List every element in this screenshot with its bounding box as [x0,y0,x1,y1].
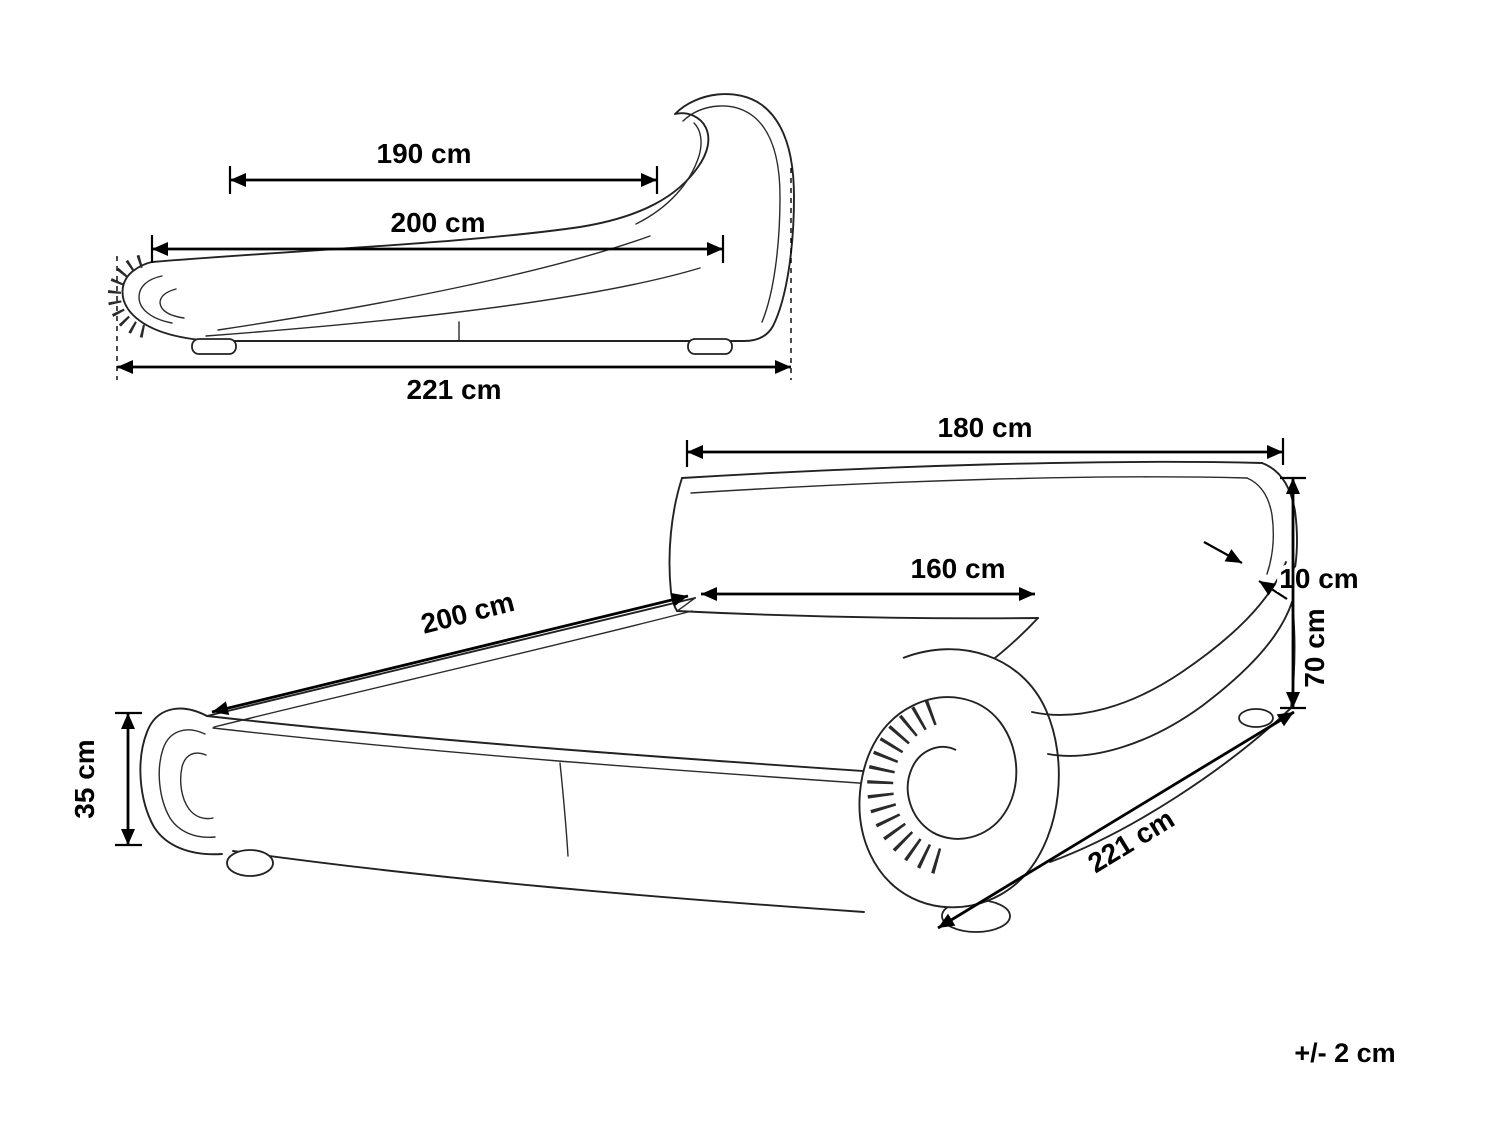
dim-persp-35-label: 35 cm [69,739,100,818]
dim-persp-10: 10 cm [1203,541,1363,600]
side-view-bed [107,93,795,355]
dim-persp-70: 70 cm [1280,476,1334,710]
dim-persp-35: 35 cm [69,711,142,847]
dim-side-200-label: 200 cm [391,207,486,238]
base-front-seam [559,762,569,857]
headboard-inner-band [635,122,702,225]
dim-persp-180: 180 cm [685,412,1285,467]
side-view: 190 cm 200 cm 221 cm [107,93,795,405]
dim-persp-221-line [937,710,1295,930]
dim-persp-160-label: 160 cm [911,553,1006,584]
headboard-left-edge [668,477,683,612]
right-scroll-spiral [858,648,1060,909]
dim-side-190: 190 cm [228,138,659,194]
bed-side-outline [121,93,795,342]
perspective-dimensions: 180 cm 160 cm 10 cm 70 cm 200 cm [69,412,1363,930]
dim-persp-10-label: 10 cm [1279,563,1358,594]
dim-persp-10-arrow-a [1203,541,1243,564]
perspective-view: 180 cm 160 cm 10 cm 70 cm 200 cm [69,412,1363,933]
dim-persp-200: 200 cm [211,586,689,716]
bed-foot-left-side [191,338,237,355]
scroll-inner-curl-1 [138,275,173,324]
scroll-hatching-side [107,254,146,338]
dim-persp-200-label: 200 cm [418,586,518,640]
mattress-back-edge [676,610,1039,620]
dim-persp-160: 160 cm [701,549,1035,601]
headboard-right-inner-edge [1246,477,1275,575]
base-bottom-front-edge [232,850,865,913]
headboard-top-edge [681,460,1263,479]
scroll-inner-curl-2 [159,288,185,319]
dim-side-221: 221 cm [116,168,792,405]
dim-side-200: 200 cm [150,207,725,263]
left-scroll-inner-2 [180,752,214,820]
bed-foot-front-left [226,849,274,877]
dim-side-221-label: 221 cm [407,374,502,405]
deck-front-edge [206,715,894,774]
bed-foot-right-side [687,338,733,355]
left-scroll-inner-1 [158,729,216,839]
bed-foot-back-right [1238,708,1274,728]
dim-persp-10-arrow-b [1258,580,1288,600]
deck-front-edge-inner [212,727,889,786]
left-scroll-outer [139,707,223,856]
right-rail-upper-edge [1031,561,1287,716]
side-view-dimensions: 190 cm 200 cm 221 cm [116,138,792,405]
side-rail-sweep-lower [205,267,701,337]
dim-side-190-label: 190 cm [377,138,472,169]
dim-persp-200-line [211,592,689,716]
dim-persp-180-label: 180 cm [938,412,1033,443]
dim-persp-221-label: 221 cm [1082,803,1179,879]
headboard-top-inner-edge [690,476,1248,494]
dim-persp-70-label: 70 cm [1299,608,1330,687]
tolerance-note: +/- 2 cm [1294,1038,1395,1068]
headboard-outer-band [682,105,781,323]
